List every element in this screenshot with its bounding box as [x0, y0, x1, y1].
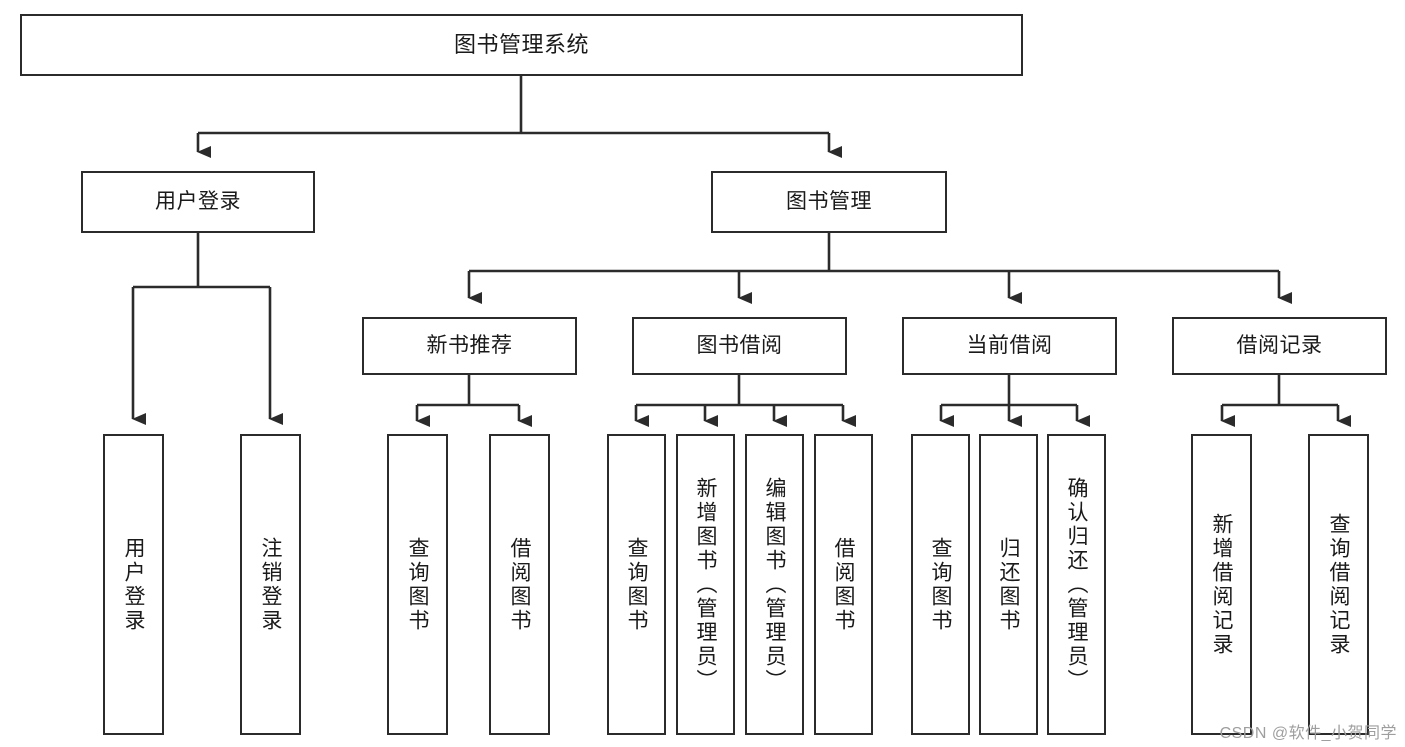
node-label: 查询图书: [625, 536, 648, 633]
node-label: 图书借阅: [696, 333, 783, 357]
node-label: 编辑图书（管理员）: [763, 476, 786, 693]
node-label: 当前借阅: [966, 333, 1053, 357]
node-label: 借阅图书: [832, 536, 855, 633]
node-root-book-management-system[interactable]: 图书管理系统: [20, 14, 1023, 76]
node-leaf-current-return-book[interactable]: 归还图书: [979, 434, 1038, 735]
node-leaf-newbook-query-book[interactable]: 查询图书: [387, 434, 448, 735]
node-leaf-borrow-add-book-admin[interactable]: 新增图书（管理员）: [676, 434, 735, 735]
node-leaf-record-query-record[interactable]: 查询借阅记录: [1308, 434, 1369, 735]
node-leaf-current-query-book[interactable]: 查询图书: [911, 434, 970, 735]
node-label: 新增图书（管理员）: [694, 476, 717, 693]
node-label: 图书管理: [786, 189, 872, 213]
node-label: 借阅记录: [1236, 333, 1323, 357]
node-leaf-borrow-borrow-book[interactable]: 借阅图书: [814, 434, 873, 735]
node-borrow-record[interactable]: 借阅记录: [1172, 317, 1387, 375]
node-leaf-record-add-record[interactable]: 新增借阅记录: [1191, 434, 1252, 735]
node-label: 用户登录: [122, 536, 145, 633]
node-leaf-newbook-borrow-book[interactable]: 借阅图书: [489, 434, 550, 735]
node-label: 新书推荐: [426, 333, 513, 357]
node-label: 用户登录: [155, 189, 241, 213]
node-book-borrow[interactable]: 图书借阅: [632, 317, 847, 375]
node-label: 查询借阅记录: [1327, 512, 1350, 657]
node-user-login[interactable]: 用户登录: [81, 171, 315, 233]
node-label: 归还图书: [997, 536, 1020, 633]
node-leaf-borrow-edit-book-admin[interactable]: 编辑图书（管理员）: [745, 434, 804, 735]
node-label: 查询图书: [929, 536, 952, 633]
node-label: 借阅图书: [508, 536, 531, 633]
node-book-management[interactable]: 图书管理: [711, 171, 947, 233]
node-label: 确认归还（管理员）: [1065, 476, 1088, 693]
node-leaf-user-login-logout[interactable]: 注销登录: [240, 434, 301, 735]
node-label: 新增借阅记录: [1210, 512, 1233, 657]
node-leaf-current-confirm-return-admin[interactable]: 确认归还（管理员）: [1047, 434, 1106, 735]
node-label: 图书管理系统: [453, 32, 589, 58]
node-label: 注销登录: [259, 536, 282, 633]
node-current-borrow[interactable]: 当前借阅: [902, 317, 1117, 375]
node-new-book-recommend[interactable]: 新书推荐: [362, 317, 577, 375]
node-label: 查询图书: [406, 536, 429, 633]
node-leaf-user-login-login[interactable]: 用户登录: [103, 434, 164, 735]
node-leaf-borrow-query-book[interactable]: 查询图书: [607, 434, 666, 735]
